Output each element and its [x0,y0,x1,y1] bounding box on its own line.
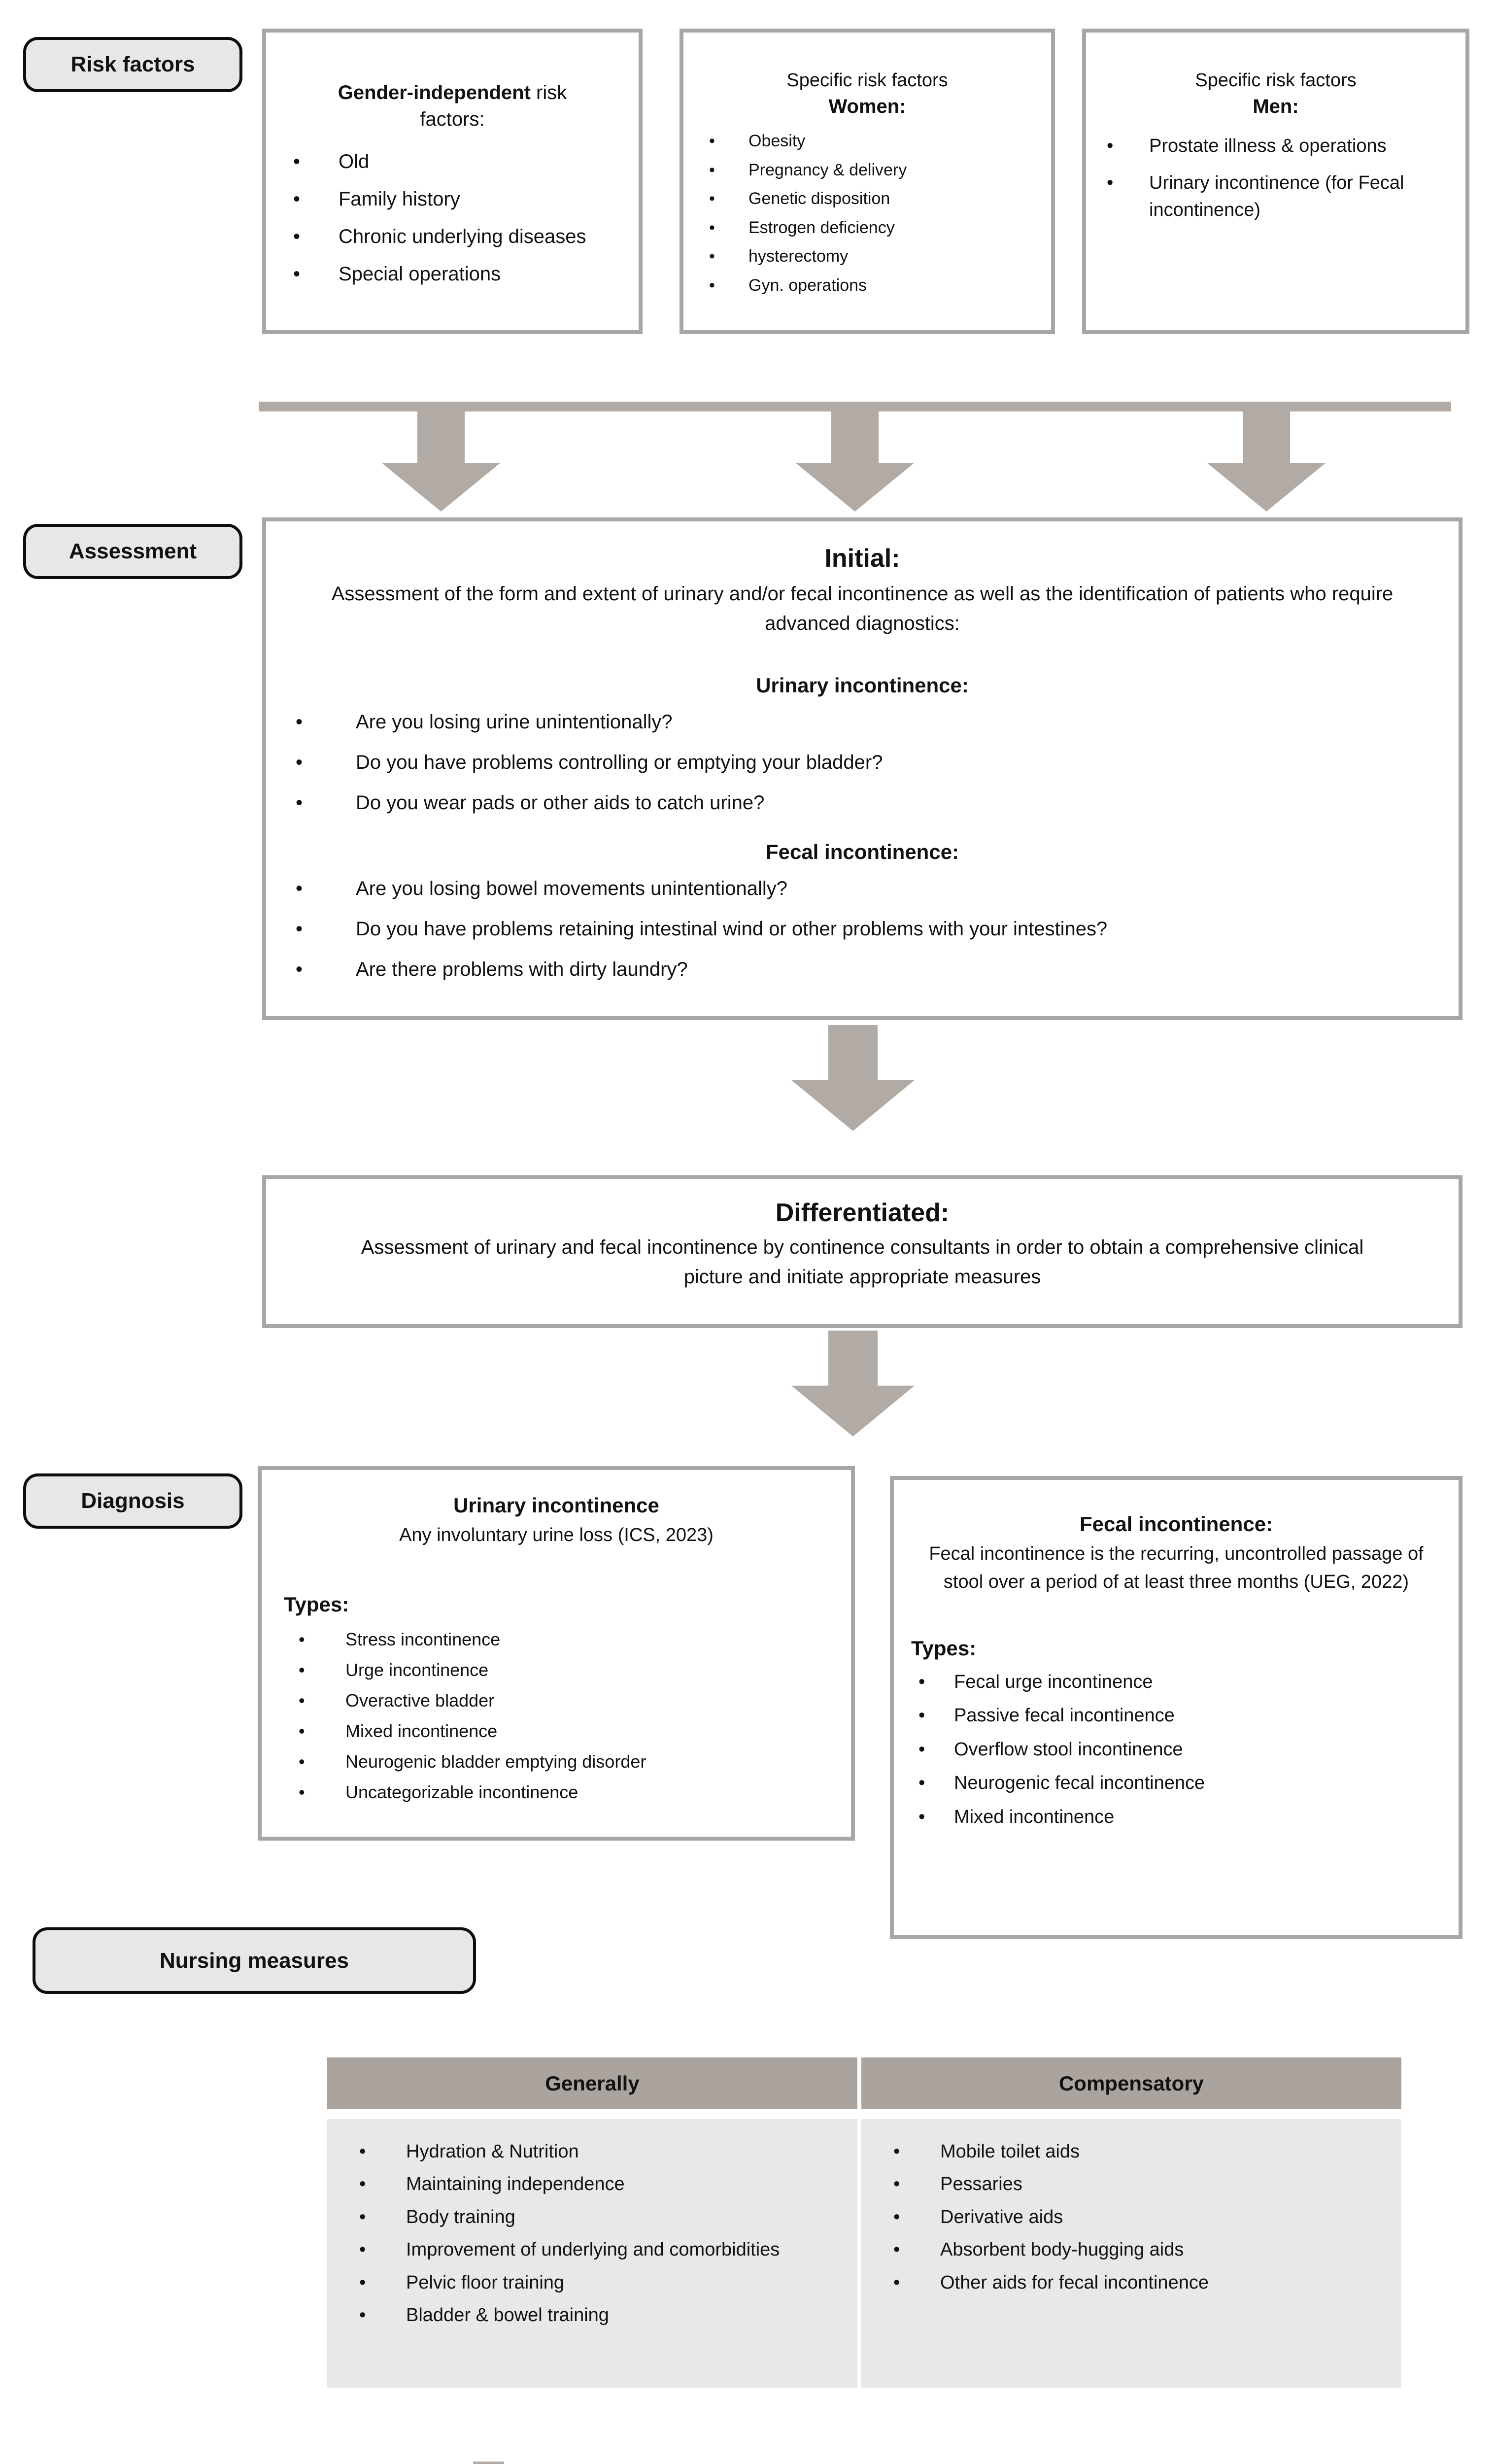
urinary-heading: Urinary incontinence: [756,674,969,697]
table-header-generally: Generally [327,2057,857,2109]
assessment-description: Assessment of the form and extent of uri… [331,583,1394,634]
risk-list-women: ObesityPregnancy & deliveryGenetic dispo… [698,131,1036,296]
stage-label-diagnosis: Diagnosis [23,1473,242,1529]
list-item: Old [293,148,619,175]
down-arrow-icon [791,1025,915,1131]
list-item: Other aids for fecal incontinence [893,2271,1401,2295]
diagnosis-fecal-title: Fecal incontinence: [1079,1512,1273,1536]
list-item: Urge incontinence [299,1659,829,1681]
assessment-title: Initial: [824,544,900,573]
risk-box-women: Specific risk factors Women: ObesityPreg… [680,29,1055,334]
list-item: Derivative aids [893,2205,1401,2230]
list-item: Obesity [709,131,1036,152]
flow-connector-bar [259,402,1451,411]
stage-label-assessment: Assessment [23,524,242,579]
compensatory-list: Mobile toilet aidsPessariesDerivative ai… [893,2140,1401,2295]
list-item: Overactive bladder [299,1689,829,1711]
assessment-initial-box: Initial: Assessment of the form and exte… [262,517,1462,1020]
fecal-heading: Fecal incontinence: [765,840,959,863]
list-item: Do you have problems controlling or empt… [296,751,1429,774]
list-item: Genetic disposition [709,188,1036,210]
list-item: Pregnancy & delivery [709,160,1036,181]
diagnosis-urinary-definition: Any involuntary urine loss (ICS, 2023) [399,1525,714,1545]
diagnosis-box-fecal: Fecal incontinence: Fecal incontinence i… [890,1476,1462,1939]
diagnosis-fecal-definition: Fecal incontinence is the recurring, unc… [929,1543,1424,1592]
list-item: Overflow stool incontinence [918,1738,1441,1762]
list-item: Are there problems with dirty laundry? [296,958,1429,981]
list-item: Pelvic floor training [359,2271,857,2295]
risk-box-title: Specific risk factors [1195,70,1357,91]
risk-list-gender-independent: OldFamily historyChronic underlying dise… [286,148,619,287]
risk-list-men: Prostate illness & operationsUrinary inc… [1101,133,1451,224]
list-item: Do you have problems retaining intestina… [296,917,1429,941]
list-item: Special operations [293,261,619,287]
list-item: Gyn. operations [709,275,1036,297]
urinary-types-list: Stress incontinenceUrge incontinenceOver… [284,1628,829,1803]
list-item: Chronic underlying diseases [293,223,619,250]
risk-box-gender-independent: Gender-independent risk factors: OldFami… [262,29,643,334]
list-item: Do you wear pads or other aids to catch … [296,791,1429,815]
diagnosis-urinary-title: Urinary incontinence [453,1494,659,1517]
list-item: Fecal urge incontinence [918,1670,1441,1695]
down-arrow-icon [791,1331,915,1437]
table-header-row: Generally Compensatory [327,2057,1401,2109]
diagnosis-box-urinary: Urinary incontinence Any involuntary uri… [258,1466,855,1841]
down-arrow-icon [382,411,500,512]
risk-box-title-rest: risk factors: [420,82,567,130]
list-item: Pessaries [893,2172,1401,2197]
list-item: Estrogen deficiency [709,217,1036,239]
risk-box-title: Gender-independent risk factors: [309,79,595,133]
generally-list: Hydration & NutritionMaintaining indepen… [359,2140,857,2328]
list-item: Urinary incontinence (for Fecal incontin… [1107,170,1451,224]
risk-box-title: Specific risk factors [786,70,948,91]
list-item: Mixed incontinence [918,1805,1441,1830]
down-arrow-icon [1207,411,1326,512]
stage-label-nursing-measures: Nursing measures [33,1927,476,1994]
differentiated-title: Differentiated: [775,1198,950,1227]
risk-box-title-bold: Gender-independent [338,82,531,103]
list-item: Hydration & Nutrition [359,2140,857,2164]
fecal-question-list: Are you losing bowel movements unintenti… [296,877,1429,981]
stage-label-risk-factors: Risk factors [23,37,242,92]
risk-box-men: Specific risk factors Men: Prostate illn… [1082,29,1469,334]
table-body-row: Hydration & NutritionMaintaining indepen… [327,2119,1401,2388]
list-item: Family history [293,186,619,212]
list-item: Bladder & bowel training [359,2303,857,2328]
list-item: Body training [359,2205,857,2230]
list-item: Passive fecal incontinence [918,1704,1441,1728]
risk-box-subtitle: Women: [828,96,906,118]
list-item: Neurogenic fecal incontinence [918,1771,1441,1796]
table-cell-generally: Hydration & NutritionMaintaining indepen… [327,2119,857,2388]
list-item: Mixed incontinence [299,1720,829,1742]
table-header-compensatory: Compensatory [861,2057,1401,2109]
list-item: Absorbent body-hugging aids [893,2238,1401,2262]
assessment-differentiated-box: Differentiated: Assessment of urinary an… [262,1175,1462,1328]
list-item: Uncategorizable incontinence [299,1781,829,1803]
list-item: hysterectomy [709,246,1036,268]
types-label: Types: [284,1593,349,1616]
list-item: Are you losing bowel movements unintenti… [296,877,1429,900]
urinary-question-list: Are you losing urine unintentionally? Do … [296,710,1429,815]
fecal-types-list: Fecal urge incontinencePassive fecal inc… [911,1670,1441,1829]
list-item: Are you losing urine unintentionally? [296,710,1429,734]
down-arrow-icon [796,411,914,512]
nursing-measures-table: Generally Compensatory Hydration & Nutri… [327,2057,1401,2388]
differentiated-description: Assessment of urinary and fecal incontin… [361,1236,1364,1288]
table-cell-compensatory: Mobile toilet aidsPessariesDerivative ai… [861,2119,1401,2388]
list-item: Stress incontinence [299,1628,829,1650]
bent-arrow-icon [473,2462,504,2464]
list-item: Prostate illness & operations [1107,133,1451,160]
list-item: Neurogenic bladder emptying disorder [299,1750,829,1773]
list-item: Improvement of underlying and comorbidit… [359,2238,857,2262]
types-label: Types: [911,1637,977,1660]
list-item: Mobile toilet aids [893,2140,1401,2164]
list-item: Maintaining independence [359,2172,857,2197]
risk-box-subtitle: Men: [1253,96,1299,118]
